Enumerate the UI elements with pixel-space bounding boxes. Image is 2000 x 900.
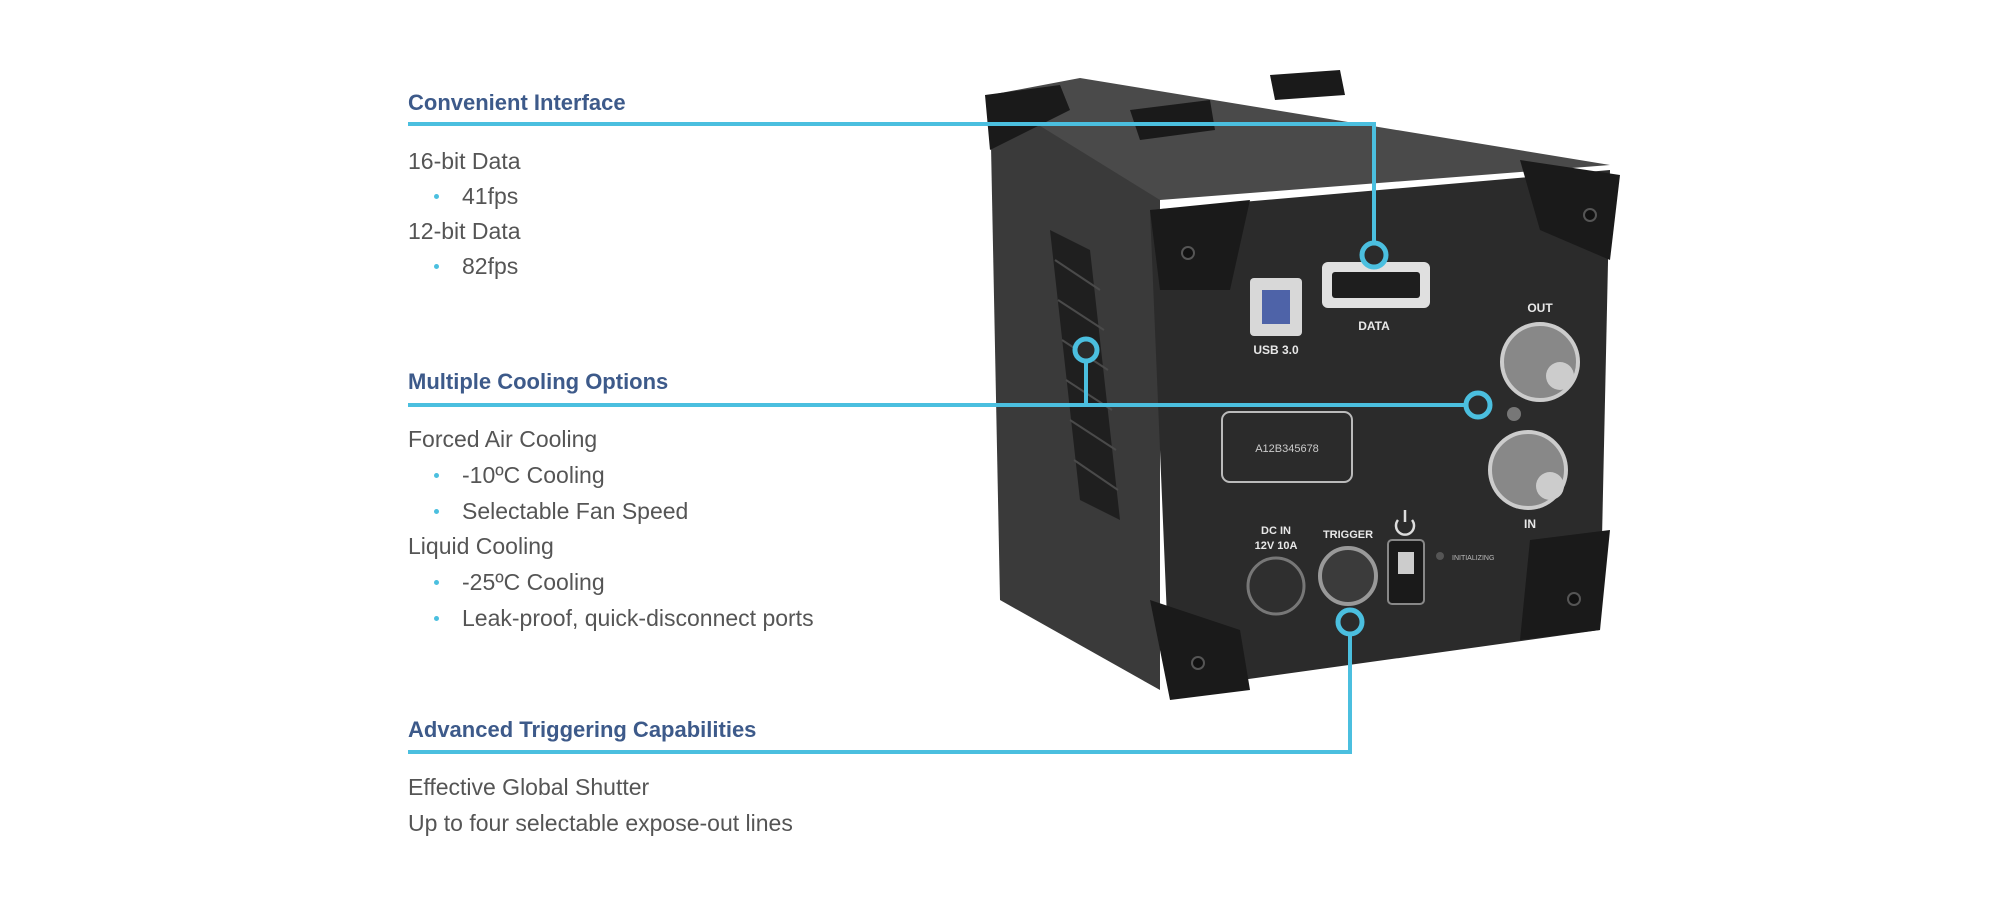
corner-bumper: [1150, 600, 1250, 700]
corner-bumper: [1130, 100, 1215, 140]
out-port-label: OUT: [1527, 301, 1553, 315]
callout-marker-interface: [1359, 240, 1389, 270]
heading-advanced-triggering: Advanced Triggering Capabilities: [408, 717, 757, 742]
corner-bumper: [985, 85, 1070, 150]
dc-in-label: DC IN: [1261, 525, 1291, 537]
callout-marker-cooling-port: [1463, 390, 1493, 420]
feature-bullet: Selectable Fan Speed: [462, 498, 689, 524]
serial-number-text: A12B345678: [1255, 443, 1319, 455]
corner-bumper: [1150, 200, 1250, 290]
bullet-dot: [434, 616, 439, 621]
heading-convenient-interface: Convenient Interface: [408, 90, 626, 115]
feature-bullet: -10ºC Cooling: [462, 462, 605, 488]
bullet-dot: [434, 509, 439, 514]
dc-rating-label: 12V 10A: [1255, 540, 1298, 552]
in-port-label: IN: [1524, 517, 1536, 531]
corner-bumper: [1520, 530, 1610, 640]
feature-text: Effective Global Shutter: [408, 774, 650, 800]
heading-multiple-cooling-options: Multiple Cooling Options: [408, 369, 669, 394]
bullet-dot: [434, 194, 439, 199]
feature-text: Liquid Cooling: [408, 533, 554, 559]
feature-bullet: 82fps: [462, 253, 519, 279]
data-port-label: DATA: [1358, 319, 1390, 333]
bullet-dot: [434, 264, 439, 269]
feature-bullet: Leak-proof, quick-disconnect ports: [462, 605, 814, 631]
callout-line-interface: [408, 122, 1376, 246]
feature-text: 12-bit Data: [408, 218, 521, 244]
bullet-dot: [434, 473, 439, 478]
dc-in-connector-icon: [1246, 556, 1306, 616]
callout-line-trigger: [408, 633, 1352, 754]
serial-label-plate: [1221, 411, 1353, 483]
corner-bumper: [1520, 160, 1620, 260]
power-glyph-icon: [1394, 510, 1416, 536]
feature-text: 16-bit Data: [408, 148, 521, 174]
feature-text: Forced Air Cooling: [408, 426, 598, 452]
out-connector-icon: [1500, 322, 1580, 402]
usb-port-label: USB 3.0: [1253, 343, 1299, 357]
feature-text: Up to four selectable expose-out lines: [408, 810, 793, 836]
feature-bullet: 41fps: [462, 183, 519, 209]
feature-bullet: -25ºC Cooling: [462, 569, 605, 595]
callout-marker-cooling-vent: [1072, 336, 1100, 364]
trigger-connector-icon: [1318, 546, 1378, 606]
status-led-icon: [1436, 552, 1444, 560]
bullet-dot: [434, 580, 439, 585]
callout-marker-trigger: [1335, 607, 1365, 637]
power-note-label: INITIALIZING: [1452, 555, 1494, 562]
trigger-port-label: TRIGGER: [1323, 529, 1373, 541]
corner-bumper: [1270, 70, 1345, 100]
